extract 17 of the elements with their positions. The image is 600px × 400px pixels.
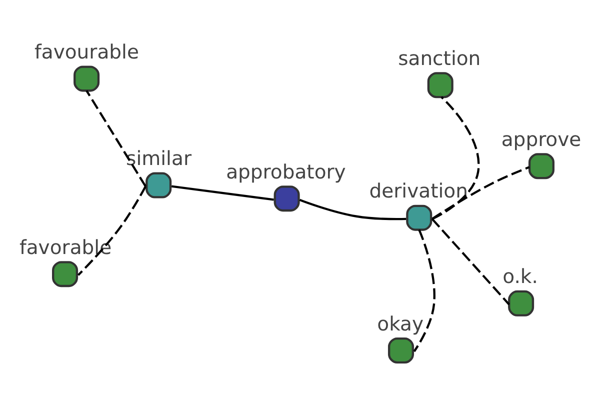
node-label: similar (126, 146, 192, 170)
connector (432, 166, 530, 220)
connector (299, 198, 406, 220)
connector (432, 96, 480, 220)
node-label: approve (501, 127, 582, 150)
connector (86, 90, 146, 186)
node-label: approbatory (226, 160, 346, 183)
connector (77, 185, 147, 276)
connector (431, 218, 510, 305)
connector (171, 184, 274, 200)
node-label: o.k. (502, 264, 538, 288)
node-label: derivation (369, 179, 468, 202)
node-label: favourable (34, 40, 139, 64)
connector (413, 228, 436, 352)
node-label: sanction (398, 46, 481, 70)
node-label: favorable (19, 235, 112, 258)
node-label: okay (377, 312, 424, 335)
